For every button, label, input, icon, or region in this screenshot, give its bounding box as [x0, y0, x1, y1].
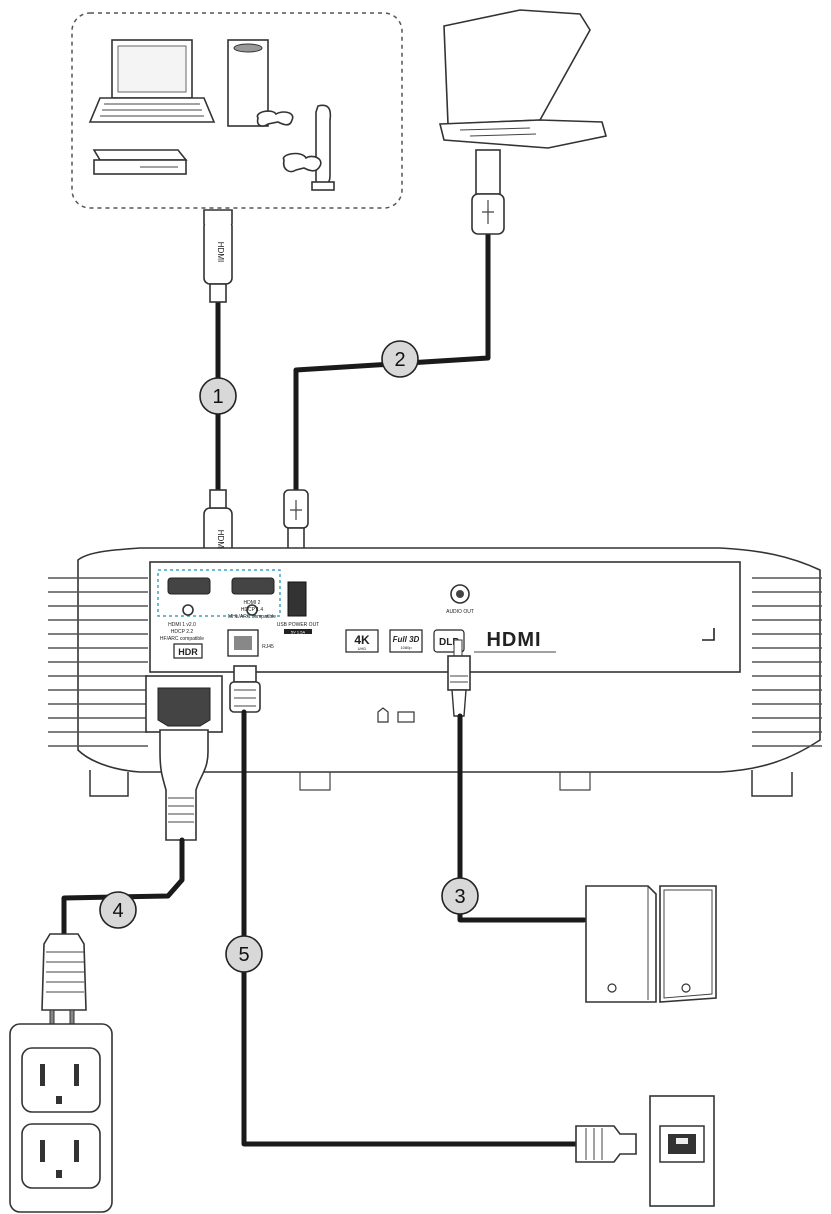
badge-hdmi: HDMI — [486, 629, 541, 651]
callout-3: 3 — [441, 877, 479, 915]
vent-left — [48, 577, 148, 747]
game-console-icon — [227, 39, 294, 127]
callout-5-number: 5 — [238, 944, 249, 966]
hdmi1-port — [167, 577, 211, 595]
hdmi-port-group — [157, 569, 281, 617]
hdmi1-sub-label: HDCP 2.2 — [171, 629, 194, 635]
hdmi-plug-bottom-label: HDMI — [216, 530, 225, 550]
callout-3-number: 3 — [454, 886, 465, 908]
hdmi1-sub2-label: HF/ARC compatible — [160, 636, 204, 642]
audio-label: AUDIO OUT — [446, 609, 474, 615]
lock-icon — [377, 707, 389, 723]
badge-full3d-sub: 1080p — [400, 645, 412, 650]
hdmi1-label: HDMI 1 v2.0 — [168, 622, 196, 628]
hdmi2-sub2-label: MHL/ARC compatible — [228, 614, 276, 620]
console-stand-icon — [282, 104, 335, 191]
callout-5: 5 — [225, 935, 263, 973]
hdmi2-sub-label: HDCP 1.4 — [241, 607, 264, 613]
network-wall-jack-icon — [649, 1095, 715, 1207]
source-devices-group — [71, 12, 403, 209]
callout-2: 2 — [381, 340, 419, 378]
usb-port — [287, 581, 307, 617]
callout-1: 1 — [199, 377, 237, 415]
media-player-icon — [92, 149, 188, 175]
callout-4-number: 4 — [112, 900, 123, 922]
audio-cable — [447, 639, 587, 923]
speakers-icon — [585, 885, 717, 1003]
wall-outlet-icon — [9, 1023, 113, 1213]
usb-sub-label: 5V 1.5A — [291, 630, 306, 635]
laptop-icon — [88, 39, 216, 123]
ethernet-cable — [229, 665, 637, 1163]
badge-dlp: DLP — [439, 637, 459, 648]
callout-2-number: 2 — [394, 349, 405, 371]
hdr-badge: HDR — [178, 647, 198, 657]
laptop-open-icon — [438, 9, 608, 149]
badge-4k: 4K — [354, 633, 370, 647]
callout-1-number: 1 — [212, 386, 223, 408]
hdmi2-port — [231, 577, 275, 595]
rj45-label: RJ45 — [262, 644, 274, 650]
security-slot-icon — [397, 711, 415, 723]
usb-label: USB POWER OUT — [277, 622, 320, 628]
vent-right — [752, 577, 822, 747]
badge-4k-sub: UHD — [358, 646, 367, 651]
callout-4: 4 — [99, 891, 137, 929]
hdmi-plug-top-label: HDMI — [216, 242, 225, 262]
badge-full3d: Full 3D — [393, 635, 420, 644]
hdmi2-label: HDMI 2 — [244, 600, 261, 606]
